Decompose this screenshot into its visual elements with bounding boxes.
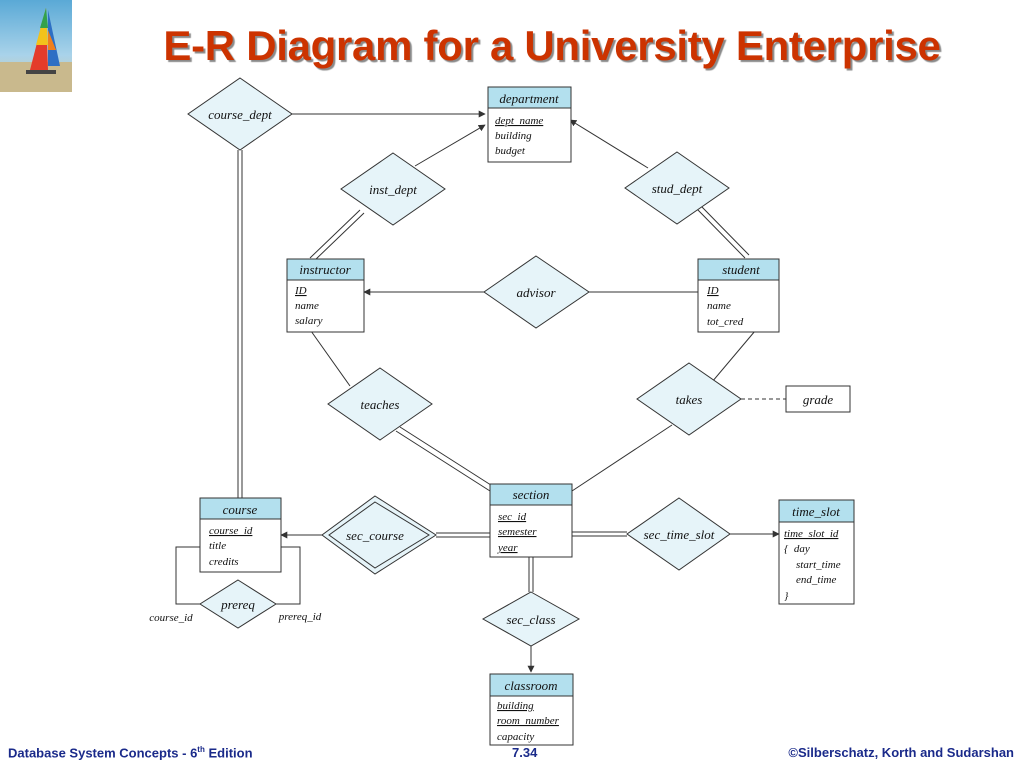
edge-inst_dept-instructor-a	[309, 209, 361, 259]
entity-student-attr-0: ID	[706, 285, 719, 297]
entity-student-attr-2: tot_cred	[707, 316, 744, 328]
entity-department-attr-1: building	[495, 130, 532, 142]
footer-book-tail: Edition	[204, 745, 253, 761]
diamond-teaches	[327, 367, 433, 441]
edge-inst_dept-instructor-b	[313, 212, 365, 262]
entity-course-attr-0: course_id	[209, 525, 253, 537]
footer-page-number: 7.34	[512, 745, 538, 760]
role-label-course_id: course_id	[149, 612, 193, 624]
entity-time_slot: time_slot time_slot_id { day start_time …	[778, 499, 855, 605]
diamond-sec_course-inner	[328, 501, 430, 569]
edge-takes-section	[571, 424, 673, 492]
entity-classroom: classroom building room_number capacity	[489, 673, 574, 746]
entity-course: course course_id title credits	[199, 497, 282, 573]
label-sec_course: sec_course	[346, 528, 404, 543]
role-label-prereq_id: prereq_id	[278, 611, 322, 623]
entity-classroom-attr-2: capacity	[497, 731, 534, 743]
entity-department-attr-0: dept_name	[495, 115, 543, 127]
entity-instructor-name: instructor	[299, 262, 351, 277]
edge-teaches-section-b	[399, 426, 495, 488]
diamond-prereq	[199, 579, 277, 629]
entity-instructor-attr-0: ID	[294, 285, 307, 297]
diamond-advisor	[483, 255, 590, 329]
edge-student-takes	[711, 330, 756, 383]
entity-time_slot-attr-3: end_time	[796, 574, 836, 586]
label-teaches: teaches	[361, 397, 400, 412]
edge-teaches-section-a	[395, 430, 491, 492]
label-sec_time_slot: sec_time_slot	[644, 527, 715, 542]
label-stud_dept: stud_dept	[652, 181, 703, 196]
edge-stud_dept-student-b	[700, 205, 750, 256]
diamond-sec_class	[481, 591, 581, 647]
entity-department-attr-2: budget	[495, 145, 526, 157]
entity-classroom-attr-1: room_number	[497, 715, 560, 727]
entity-student-name: student	[722, 262, 760, 277]
footer-copyright: ©Silberschatz, Korth and Sudarshan	[788, 745, 1014, 760]
footer-book-main: Database System Concepts - 6	[8, 745, 198, 761]
entity-classroom-attr-0: building	[497, 700, 534, 712]
entity-course-attr-1: title	[209, 540, 226, 552]
edge-stud_dept-student-a	[696, 208, 746, 259]
entity-course-name: course	[223, 502, 258, 517]
edge-course-prereq-right	[276, 546, 301, 605]
entity-time_slot-attr-4: }	[784, 590, 789, 602]
label-prereq: prereq	[220, 597, 255, 612]
entity-time_slot-attr-2: start_time	[796, 559, 841, 571]
entity-section-attr-2: year	[497, 542, 518, 554]
entity-instructor: instructor ID name salary	[286, 258, 365, 333]
entity-student: student ID name tot_cred	[697, 258, 780, 333]
entity-time_slot-attr-1: { day	[784, 543, 810, 555]
label-takes: takes	[676, 392, 703, 407]
entity-instructor-attr-2: salary	[295, 315, 323, 327]
entity-student-attr-1: name	[707, 300, 731, 312]
label-course_dept: course_dept	[208, 107, 272, 122]
entity-time_slot-attr-0: time_slot_id	[784, 528, 839, 540]
footer-book-title: Database System Concepts - 6th Edition	[8, 745, 253, 760]
edge-instructor-teaches	[310, 330, 351, 387]
label-sec_class: sec_class	[506, 612, 555, 627]
entity-classroom-name: classroom	[505, 678, 558, 693]
label-inst_dept: inst_dept	[369, 182, 417, 197]
entity-time_slot-name: time_slot	[792, 504, 840, 519]
edge-inst_dept-department	[414, 124, 486, 167]
sailboat-logo-icon	[0, 0, 72, 92]
attribute-grade: grade	[785, 385, 851, 413]
diamond-course_dept	[187, 77, 293, 151]
diamond-takes	[636, 362, 742, 436]
edge-course-prereq-left	[175, 546, 200, 605]
entity-course-attr-2: credits	[209, 556, 239, 568]
entity-section-attr-0: sec_id	[498, 511, 527, 523]
entity-section-attr-1: semester	[498, 526, 537, 538]
entity-department-name: department	[499, 91, 559, 106]
entity-department: department dept_name building budget	[487, 86, 572, 163]
entity-section-name: section	[513, 487, 550, 502]
diamond-stud_dept	[624, 151, 730, 225]
footer-book-sup: th	[197, 745, 205, 754]
diamond-inst_dept	[340, 152, 446, 226]
grade-label: grade	[803, 392, 834, 407]
entity-section: section sec_id semester year	[489, 483, 573, 558]
diamond-sec_time_slot	[626, 497, 731, 571]
edge-stud_dept-department	[569, 119, 649, 169]
label-advisor: advisor	[517, 285, 557, 300]
entity-instructor-attr-1: name	[295, 300, 319, 312]
slide-title: E-R Diagram for a University Enterprise	[163, 22, 941, 69]
